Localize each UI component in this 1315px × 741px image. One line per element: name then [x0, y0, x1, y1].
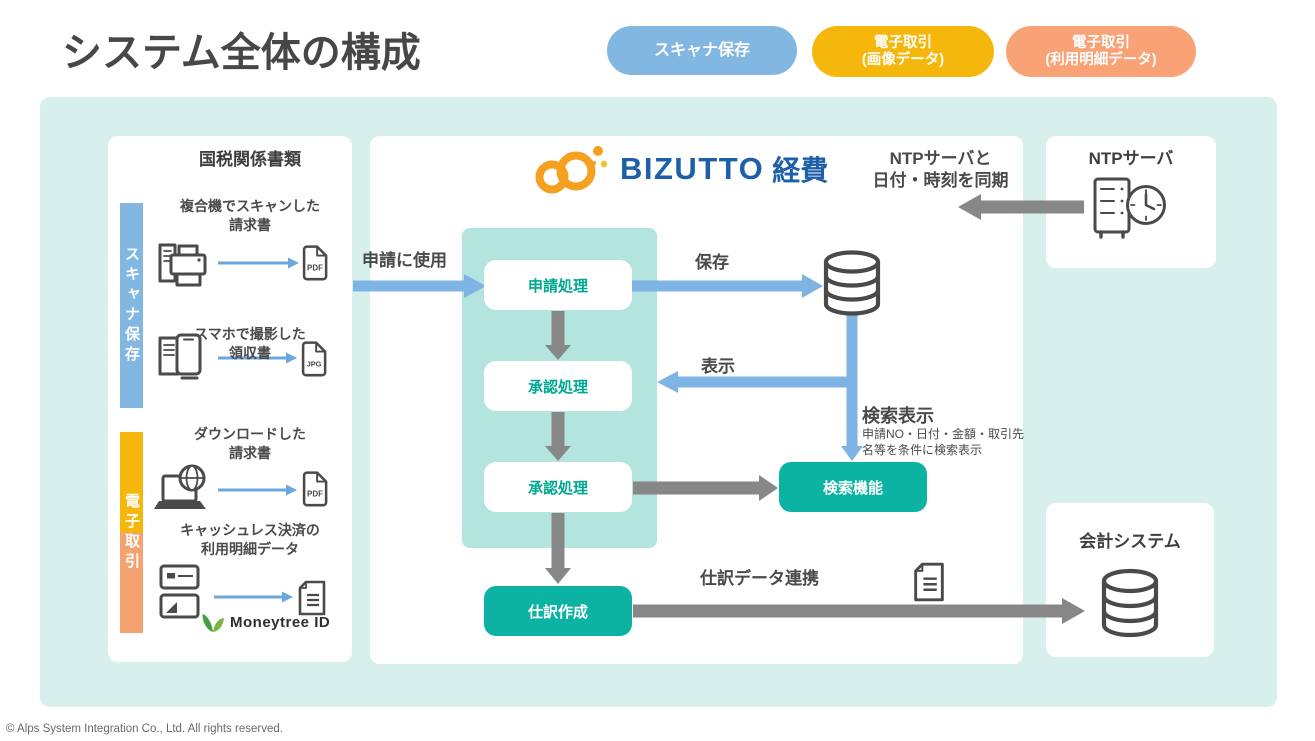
legend-pill-scanner-save: スキャナ保存: [607, 26, 797, 75]
accounting-system-title: 会計システム: [1079, 532, 1181, 551]
approval-process-node-2: 承認処理: [484, 462, 632, 512]
statement-document-icon: [298, 580, 326, 616]
legend-pill-electronic-statement: 電子取引 (利用明細データ): [1006, 26, 1196, 77]
documents-panel-title: 国税関係書類: [199, 150, 301, 169]
bizutto-logo: BIZUTTO 経費: [532, 140, 828, 198]
electronic-transaction-bar: 電子取引: [120, 432, 143, 633]
legend-label: 電子取引: [874, 34, 932, 51]
jpg-file-icon: JPG: [301, 341, 327, 377]
database-icon: [823, 250, 881, 316]
brand-suffix: 経費: [772, 155, 829, 186]
ntp-server-clock-icon: [1093, 177, 1166, 239]
journal-creation-node: 仕訳作成: [484, 586, 632, 636]
journal-document-icon: [914, 562, 944, 602]
file-badge-label: JPG: [307, 359, 322, 368]
bizutto-logo-mark-icon: [535, 146, 608, 194]
search-display-note: 申請NO・日付・金額・取引先 名等を条件に検索表示: [862, 427, 1025, 457]
ntp-server-title: NTPサーバ: [1088, 149, 1174, 168]
file-badge-label: PDF: [307, 263, 323, 272]
journal-data-link-label: 仕訳データ連携: [700, 569, 819, 588]
accounting-database-icon: [1101, 568, 1159, 638]
search-display-label: 検索表示: [862, 406, 934, 426]
legend-label: (利用明細データ): [1045, 51, 1157, 68]
legend-pill-electronic-image: 電子取引 (画像データ): [812, 26, 994, 77]
legend-label: スキャナ保存: [653, 42, 750, 59]
display-label: 表示: [701, 357, 735, 376]
use-for-application-label: 申請に使用: [362, 251, 447, 270]
save-label: 保存: [695, 253, 729, 272]
doc-item-photo-receipt: スマホで撮影した 領収書: [194, 326, 306, 361]
credit-cards-icon: [159, 564, 200, 619]
documents-panel: [108, 136, 352, 662]
legend-label: (画像データ): [861, 51, 945, 68]
moneytree-label: Moneytree ID: [230, 614, 331, 631]
pdf-file-icon: PDF: [302, 471, 328, 507]
copier-icon: [158, 243, 207, 287]
approval-process-node-1: 承認処理: [484, 361, 632, 411]
moneytree-logo: Moneytree ID: [201, 612, 330, 633]
brand-name: BIZUTTO: [620, 151, 765, 186]
scanner-save-bar: スキャナ保存: [120, 203, 143, 408]
doc-item-scanned-invoice: 複合機でスキャンした 請求書: [180, 198, 320, 233]
doc-item-downloaded-invoice: ダウンロードした 請求書: [194, 426, 306, 461]
smartphone-icon: [158, 333, 202, 380]
apply-process-node: 申請処理: [484, 260, 632, 310]
pdf-file-icon: PDF: [302, 245, 328, 281]
page-title: システム全体の構成: [62, 31, 421, 75]
file-badge-label: PDF: [307, 489, 323, 498]
doc-item-cashless-statement: キャッシュレス決済の 利用明細データ: [180, 522, 320, 557]
legend-label: 電子取引: [1072, 34, 1130, 51]
copyright-footer: © Alps System Integration Co., Ltd. All …: [6, 723, 283, 735]
ntp-sync-label: NTPサーバと 日付・時刻を同期: [872, 149, 1009, 190]
search-function-node: 検索機能: [779, 462, 927, 512]
moneytree-leaf-icon: [202, 614, 224, 632]
laptop-globe-icon: [154, 464, 206, 509]
